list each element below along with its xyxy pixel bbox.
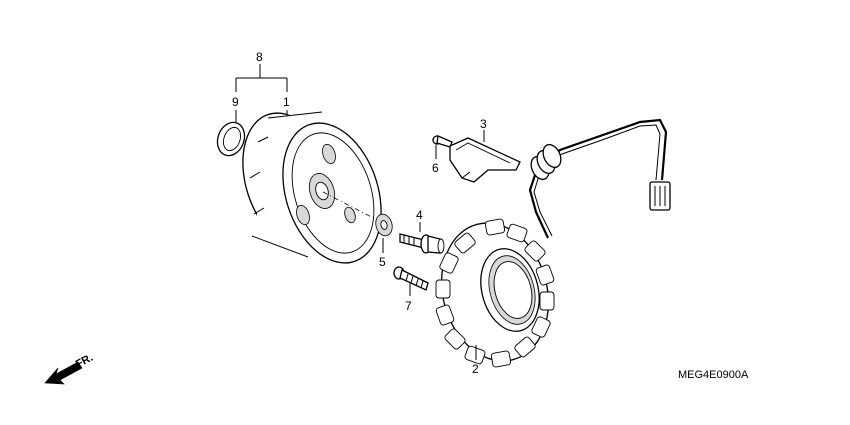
o-ring-part-9 [216, 121, 246, 157]
callout-7: 7 [405, 299, 412, 313]
bolt-part-7 [393, 266, 429, 291]
direction-label: FR. [74, 352, 95, 371]
stator-part-2 [435, 118, 671, 368]
bolt-part-4 [399, 233, 445, 254]
callout-8-bracket [235, 64, 288, 92]
screw-part-6 [432, 135, 453, 148]
callout-8: 8 [256, 50, 263, 64]
callout-6: 6 [432, 161, 439, 175]
callout-1: 1 [283, 95, 290, 109]
callout-9: 9 [232, 95, 239, 109]
callout-3: 3 [480, 117, 487, 131]
diagram-code: MEG4E0900A [678, 369, 749, 381]
callout-2: 2 [472, 362, 479, 376]
clamp-part-3 [449, 137, 521, 183]
callout-5: 5 [379, 255, 386, 269]
washer-part-5 [375, 213, 393, 237]
flywheel-part-1 [242, 111, 382, 264]
front-direction-arrow-icon [44, 361, 83, 385]
callout-4: 4 [416, 208, 423, 222]
